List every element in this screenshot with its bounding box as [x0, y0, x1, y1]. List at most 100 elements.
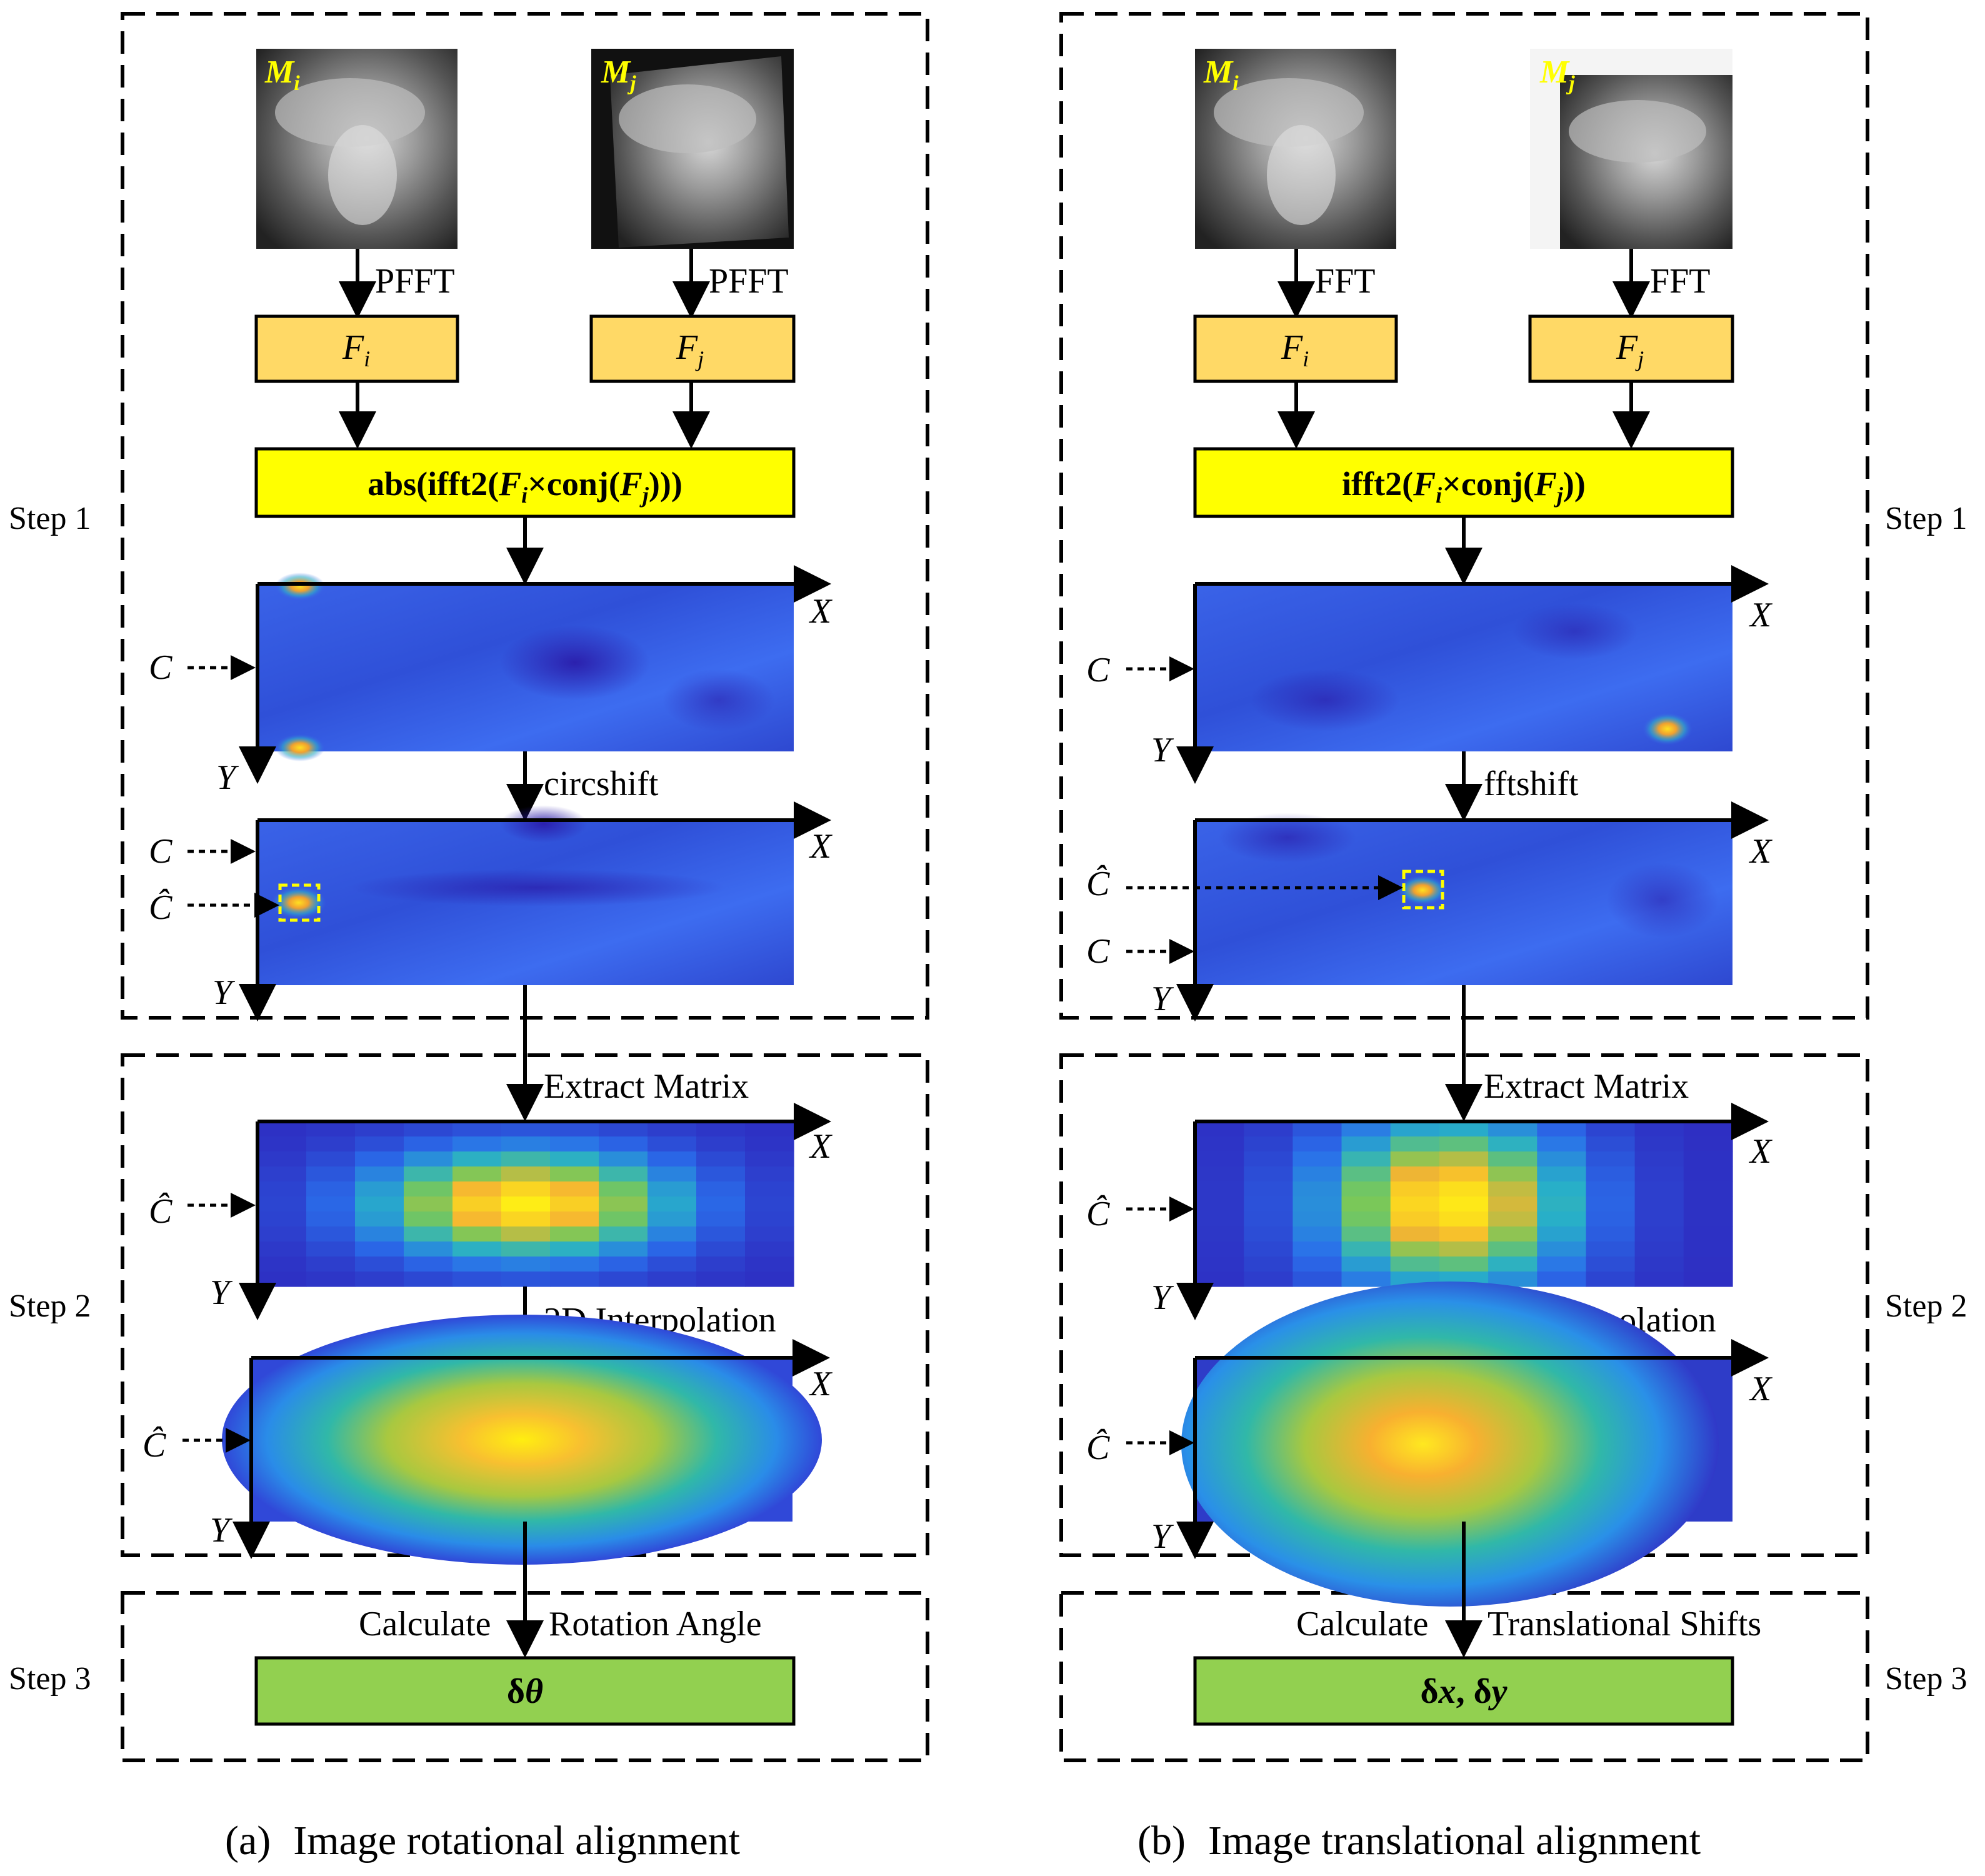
matrix-a-cell [306, 1181, 356, 1197]
matrix-a-cell [355, 1226, 404, 1242]
matrix-a-cell [648, 1166, 697, 1182]
matrix-b-cell [1537, 1241, 1587, 1257]
axis-y-label-a4: Y [210, 1511, 233, 1550]
matrix-b-cell [1683, 1196, 1733, 1212]
matrix-b-cell [1488, 1151, 1538, 1167]
matrix-a-cell [355, 1272, 404, 1287]
matrix-b-cell [1488, 1166, 1538, 1182]
matrix-b-cell [1537, 1136, 1587, 1152]
peak-marker-a [278, 883, 321, 922]
axis-y-label-a3: Y [210, 1273, 233, 1312]
matrix-a-cell [452, 1257, 502, 1272]
matrix-b-cell [1537, 1226, 1587, 1242]
matrix-a-cell [550, 1151, 599, 1167]
matrix-b-cell [1439, 1136, 1489, 1152]
axis-x-label-a4: X [809, 1365, 833, 1403]
shift-label-a: circshift [544, 765, 659, 803]
step2-label-a: Step 2 [9, 1288, 91, 1324]
matrix-a-cell [696, 1211, 746, 1227]
shifted-map-b [1195, 813, 1732, 985]
matrix-b-cell [1488, 1181, 1538, 1197]
calc-right-label-a: Rotation Angle [549, 1605, 762, 1643]
matrix-b-cell [1244, 1166, 1293, 1182]
matrix-b-cell [1537, 1272, 1587, 1287]
axis-y-label-b2: Y [1151, 980, 1174, 1018]
matrix-a-cell [404, 1196, 453, 1212]
matrix-a-cell [306, 1257, 356, 1272]
matrix-a-cell [452, 1211, 502, 1227]
matrix-a-cell [696, 1181, 746, 1197]
peak-label-a3: Ĉ [149, 1192, 172, 1231]
matrix-a-cell [696, 1166, 746, 1182]
matrix-a-cell [501, 1166, 551, 1182]
center-label-b2: C [1086, 932, 1110, 971]
step3-box-b [1059, 1591, 1869, 1762]
matrix-a-cell [452, 1272, 502, 1287]
matrix-b-cell [1244, 1181, 1293, 1197]
matrix-b-cell [1244, 1196, 1293, 1212]
matrix-b-cell [1292, 1257, 1342, 1272]
shifted-map-a [258, 805, 794, 985]
matrix-b-cell [1195, 1226, 1244, 1242]
matrix-a-cell [258, 1257, 307, 1272]
matrix-b-cell [1586, 1151, 1636, 1167]
matrix-b-cell [1292, 1211, 1342, 1227]
matrix-b-cell [1537, 1166, 1587, 1182]
matrix-b-cell [1683, 1181, 1733, 1197]
matrix-a-cell [404, 1211, 453, 1227]
matrix-a-cell [648, 1151, 697, 1167]
matrix-a-cell [258, 1272, 307, 1287]
matrix-b-cell [1244, 1151, 1293, 1167]
matrix-b-cell [1634, 1136, 1684, 1152]
matrix-a-cell [648, 1226, 697, 1242]
panel-a: Step 1 Step 2 Step 3 Mi Mj PFFT PFFT Fi … [9, 12, 929, 1863]
peak-marker-b [1402, 870, 1444, 910]
transform-j-label-a: PFFT [709, 262, 789, 301]
matrix-a-cell [550, 1226, 599, 1242]
matrix-a-cell [258, 1151, 307, 1167]
matrix-a-cell [599, 1196, 648, 1212]
transform-j-label-b: FFT [1650, 262, 1711, 301]
matrix-a-cell [550, 1136, 599, 1152]
matrix-b-cell [1341, 1121, 1391, 1137]
box-fi-label-a: Fi [342, 328, 370, 371]
matrix-a-cell [306, 1121, 356, 1137]
matrix-a-cell [355, 1241, 404, 1257]
matrix-a-cell [404, 1181, 453, 1197]
matrix-a-cell [501, 1226, 551, 1242]
matrix-a-cell [258, 1166, 307, 1182]
matrix-a-cell [745, 1226, 794, 1242]
matrix-a-cell [550, 1166, 599, 1182]
matrix-b-cell [1341, 1257, 1391, 1272]
matrix-a-cell [648, 1121, 697, 1137]
matrix-a-cell [745, 1196, 794, 1212]
matrix-a-cell [550, 1196, 599, 1212]
matrix-b-cell [1439, 1196, 1489, 1212]
matrix-b-cell [1537, 1181, 1587, 1197]
matrix-b-cell [1390, 1166, 1440, 1182]
interpolated-surface-a [222, 1315, 822, 1565]
caption-b: (b)Image translational alignment [1138, 1818, 1701, 1863]
matrix-a-cell [355, 1211, 404, 1227]
axis-y-label-b4: Y [1151, 1517, 1174, 1556]
matrix-a-cell [696, 1226, 746, 1242]
matrix-a-cell [258, 1196, 307, 1212]
matrix-b-cell [1341, 1181, 1391, 1197]
matrix-b-cell [1390, 1181, 1440, 1197]
matrix-a-cell [599, 1166, 648, 1182]
matrix-b-cell [1488, 1241, 1538, 1257]
matrix-a-cell [550, 1121, 599, 1137]
matrix-b-cell [1292, 1181, 1342, 1197]
matrix-b-cell [1439, 1181, 1489, 1197]
matrix-b-cell [1634, 1257, 1684, 1272]
correlation-map-b [1195, 584, 1732, 751]
matrix-b-cell [1292, 1151, 1342, 1167]
axis-x-label-a3: X [809, 1127, 833, 1166]
matrix-a-cell [550, 1257, 599, 1272]
matrix-a-cell [745, 1211, 794, 1227]
matrix-b-cell [1390, 1136, 1440, 1152]
matrix-b-cell [1634, 1181, 1684, 1197]
matrix-b-cell [1634, 1241, 1684, 1257]
matrix-a-cell [501, 1151, 551, 1167]
